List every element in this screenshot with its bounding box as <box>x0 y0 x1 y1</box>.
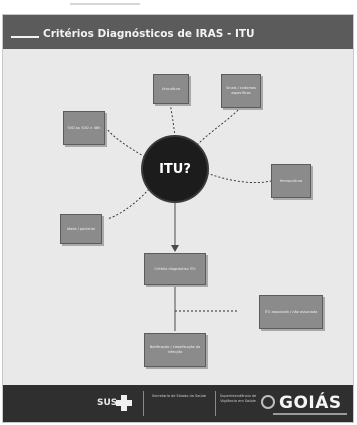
footer-divider <box>143 391 144 416</box>
health-cross-icon <box>116 395 132 411</box>
scan-edge-mark <box>70 3 140 5</box>
slide: Critérios Diagnósticos de IRAS - ITU <box>2 14 354 423</box>
center-node-itu: ITU? <box>143 137 207 201</box>
node-top-right: Sinais / sintomas específicos <box>221 74 261 108</box>
flow-arrow-head <box>171 245 179 252</box>
connector-left-lower <box>106 188 150 220</box>
connector-right-middle <box>206 172 272 183</box>
node-flow-notification: Notificação / classificação da infecção <box>144 333 206 367</box>
connector-left-upper <box>106 128 146 158</box>
node-side-note: ITU associada / não associada <box>259 295 323 329</box>
node-left-lower: Idade / paciente <box>60 214 102 244</box>
title-bar: Critérios Diagnósticos de IRAS - ITU <box>3 15 353 49</box>
title-accent-line <box>11 36 39 38</box>
footer-text-secretaria: Secretaria de Estado da Saúde <box>152 394 206 398</box>
goias-logo-icon <box>261 395 275 409</box>
connector-top-right <box>196 106 242 146</box>
sus-label: SUS <box>97 398 118 408</box>
footer-divider <box>215 391 216 416</box>
node-right-middle: Hemocultura <box>271 164 311 198</box>
diagram: ITU? Urocultura Sinais / sintomas especí… <box>3 49 353 384</box>
footer-text-superintendencia: Superintendência de Vigilância em Saúde <box>219 394 257 403</box>
footer-bar: SUS Secretaria de Estado da Saúde Superi… <box>3 385 353 422</box>
goias-underline <box>273 413 347 415</box>
slide-title: Critérios Diagnósticos de IRAS - ITU <box>43 28 255 40</box>
connector-lines <box>106 96 272 331</box>
node-flow-criteria: Critério diagnóstico ITU <box>144 253 206 285</box>
node-left-upper: SVD ou SVD > 48h <box>63 111 105 145</box>
goias-brand: GOIÁS <box>279 393 342 413</box>
node-top-center: Urocultura <box>153 74 189 104</box>
